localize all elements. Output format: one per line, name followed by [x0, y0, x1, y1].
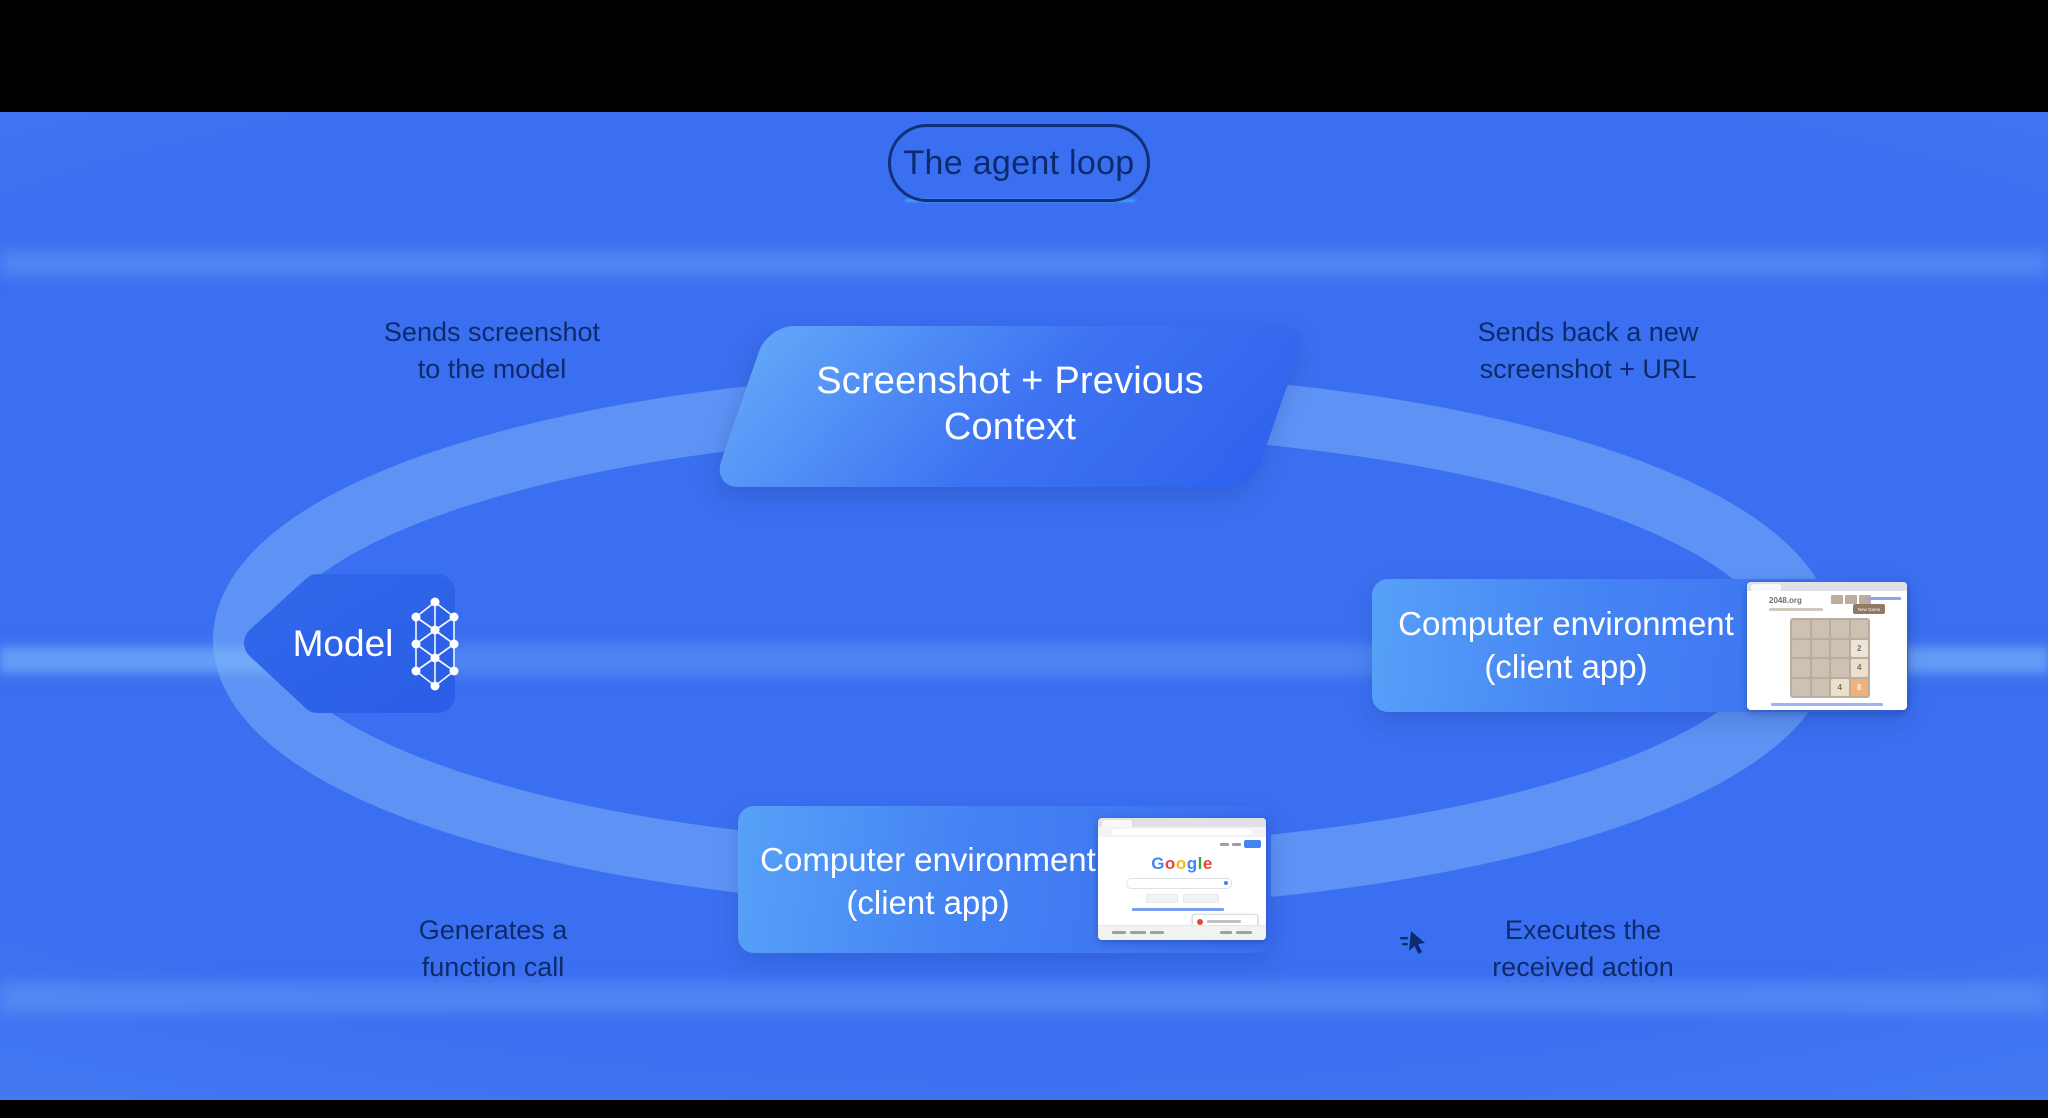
game-cell [1811, 678, 1829, 696]
game-cell [1811, 639, 1829, 657]
offered-in-links-placeholder [1132, 908, 1224, 911]
images-link-placeholder [1232, 842, 1241, 846]
title-pill: The agent loop [888, 124, 1150, 202]
game-cell [1792, 639, 1810, 657]
google-footer [1098, 925, 1266, 940]
footer-link-placeholder [1771, 703, 1883, 706]
google-logo-letter: e [1202, 854, 1213, 873]
text-placeholder [1769, 608, 1823, 611]
google-homepage-thumbnail: Google [1098, 818, 1266, 940]
model-node [244, 574, 455, 713]
google-logo-letter: l [1197, 854, 1203, 873]
game-cell [1831, 620, 1849, 638]
game-tile: 2 [1850, 639, 1868, 657]
loop-label-bottom-left: Generates a function call [418, 915, 568, 982]
diagram-title: The agent loop [903, 143, 1135, 182]
sign-in-button [1244, 840, 1261, 848]
google-logo-letter: g [1186, 854, 1198, 873]
gradient-smear [1905, 648, 2048, 672]
loop-label-top-left: Sends screenshot to the model [383, 317, 601, 384]
gradient-band [0, 250, 2048, 276]
game-tile: 4 [1831, 678, 1849, 696]
google-g-icon [1197, 919, 1203, 925]
env-right-label: Computer environment (client app) [1398, 605, 1734, 685]
game-cell [1792, 659, 1810, 677]
env-bottom-label: Computer environment (client app) [760, 841, 1096, 921]
google-logo: Google [1098, 854, 1266, 874]
game-cell [1831, 659, 1849, 677]
new-game-button: New Game [1853, 604, 1885, 614]
score-box [1859, 595, 1871, 604]
feeling-lucky-button [1182, 894, 1219, 903]
mini-browser-url-bar [1098, 827, 1266, 837]
search-input [1126, 878, 1232, 889]
mini-browser-tab-bar [1747, 582, 1907, 591]
context-node-label: Screenshot + Previous Context [816, 360, 1204, 448]
game-tile: 8 [1850, 678, 1868, 696]
model-label: Model [292, 623, 394, 664]
gradient-band [0, 983, 2048, 1013]
mini-browser-tab-bar [1098, 818, 1266, 827]
google-logo-letter: o [1164, 854, 1176, 873]
mic-icon [1224, 881, 1228, 885]
loop-label-bottom-right: Executes the received action [1492, 915, 1674, 982]
link-placeholder [1867, 597, 1901, 600]
game-cell [1792, 620, 1810, 638]
score-box [1845, 595, 1857, 604]
google-search-button [1145, 894, 1178, 903]
google-logo-letter: o [1175, 854, 1187, 873]
game-cell [1831, 639, 1849, 657]
neural-network-icon [411, 597, 459, 691]
game-cell [1792, 678, 1810, 696]
game-cell [1811, 659, 1829, 677]
game-cell [1850, 620, 1868, 638]
loop-label-top-right: Sends back a new screenshot + URL [1477, 317, 1699, 384]
google-logo-letter: G [1151, 854, 1165, 873]
model-node-content: Model [292, 574, 462, 714]
game-cell [1811, 620, 1829, 638]
gmail-link-placeholder [1220, 842, 1229, 846]
score-box [1831, 595, 1843, 604]
2048-site-title: 2048.org [1769, 596, 1802, 605]
game-tile: 4 [1850, 659, 1868, 677]
cursor-click-icon [1400, 931, 1425, 954]
